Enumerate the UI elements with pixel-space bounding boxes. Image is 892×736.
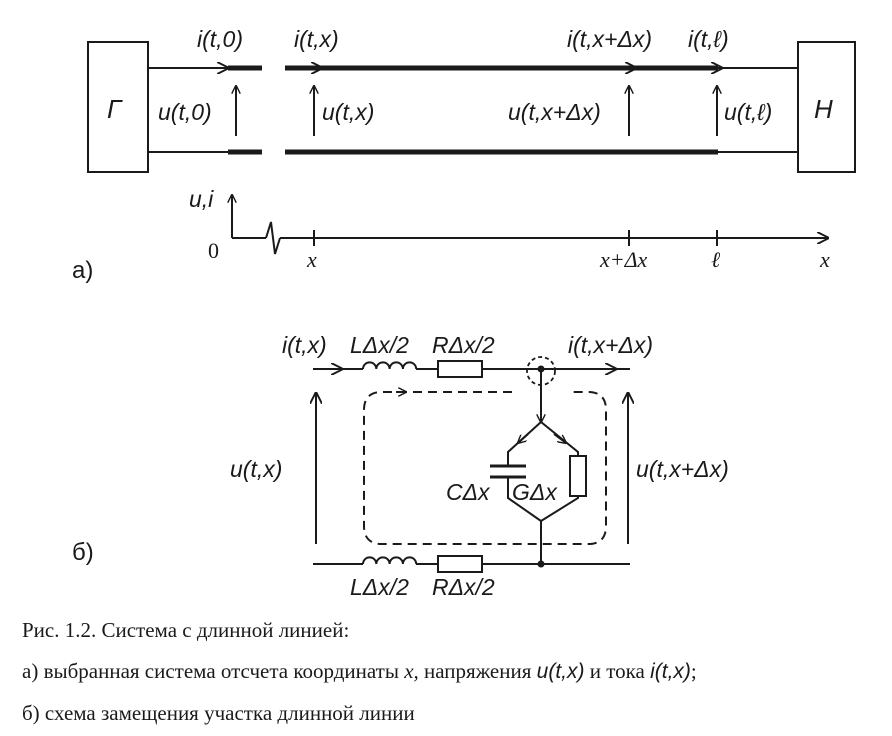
shunt-left-branch	[507, 421, 542, 466]
caption-title: Рис. 1.2. Система с длинной линией:	[22, 618, 349, 643]
b-resistor-top-label: RΔx/2	[432, 332, 495, 358]
b-current-out-label: i(t,x+Δx)	[568, 332, 653, 358]
voltage-label-0: u(t,0)	[158, 99, 212, 125]
capacitor-lead	[507, 477, 542, 522]
caption-line3: б) схема замещения участка длинной линии	[22, 701, 415, 725]
caption-part-b: б) схема замещения участка длинной линии	[22, 701, 415, 726]
voltage-label-l: u(t,ℓ)	[724, 99, 772, 125]
load-box	[797, 41, 856, 173]
shunt-right-branch	[540, 421, 579, 456]
part-b-marker: б)	[72, 539, 94, 566]
axis-break	[265, 221, 281, 255]
origin-label: 0	[208, 238, 219, 263]
caption-line2-end: ;	[690, 659, 697, 683]
figure-svg: Г Н i(t,0) i(t,x) i(t,x+Δx) i(t,ℓ) u(t,0…	[72, 26, 856, 600]
b-voltage-out-label: u(t,x+Δx)	[636, 456, 729, 482]
generator-label: Г	[107, 94, 123, 124]
part-a-labels: Г Н i(t,0) i(t,x) i(t,x+Δx) i(t,ℓ) u(t,0…	[72, 26, 833, 284]
tick-label-x: x	[306, 247, 317, 272]
load-label: Н	[814, 94, 833, 124]
capacitor-label: CΔx	[446, 479, 491, 505]
part-a-diagram	[87, 41, 856, 255]
caption-line2-pre: а) выбранная система отсчета координаты	[22, 659, 399, 683]
caption-line2-mid: напряжения	[424, 659, 532, 683]
caption-line2-and: и тока	[589, 659, 645, 683]
conductance-resistor	[569, 455, 587, 497]
caption-line2-x: x,	[404, 659, 419, 683]
dashed-loop	[363, 391, 607, 545]
caption-line2-u: u(t,x)	[536, 660, 585, 683]
caption-line1: Рис. 1.2. Система с длинной линией:	[22, 618, 350, 642]
inductor-top	[362, 361, 418, 370]
conductance-label: GΔx	[512, 479, 558, 505]
caption-line2-i: i(t,x)	[650, 660, 691, 683]
y-axis-label: u,i	[189, 186, 214, 212]
tick-label-xdx: x+Δx	[599, 247, 648, 272]
voltage-label-xdx: u(t,x+Δx)	[508, 99, 601, 125]
part-b-labels: i(t,x) LΔx/2 RΔx/2 i(t,x+Δx) u(t,x) u(t,…	[72, 332, 729, 600]
inductor-bottom	[362, 556, 418, 565]
current-label-xdx: i(t,x+Δx)	[567, 26, 652, 52]
b-inductor-top-label: LΔx/2	[350, 332, 409, 358]
generator-box	[87, 41, 149, 173]
b-current-in-label: i(t,x)	[282, 332, 327, 358]
current-label-0: i(t,0)	[197, 26, 243, 52]
shunt-left-arrow	[518, 433, 529, 443]
voltage-label-x: u(t,x)	[322, 99, 374, 125]
part-a-marker: а)	[72, 257, 93, 284]
b-resistor-bottom-label: RΔx/2	[432, 574, 495, 600]
resistor-bottom	[437, 555, 483, 573]
resistor-top	[437, 360, 483, 378]
current-label-x: i(t,x)	[294, 26, 339, 52]
b-voltage-in-label: u(t,x)	[230, 456, 282, 482]
current-label-l: i(t,ℓ)	[688, 26, 729, 52]
part-b-circuit	[313, 356, 630, 573]
x-axis-label: x	[819, 247, 830, 272]
conductance-lead	[540, 496, 579, 522]
caption-part-a: а) выбранная система отсчета координаты …	[22, 659, 697, 684]
tick-label-l: ℓ	[711, 247, 721, 272]
shunt-right-arrow	[553, 433, 566, 443]
b-inductor-bottom-label: LΔx/2	[350, 574, 409, 600]
